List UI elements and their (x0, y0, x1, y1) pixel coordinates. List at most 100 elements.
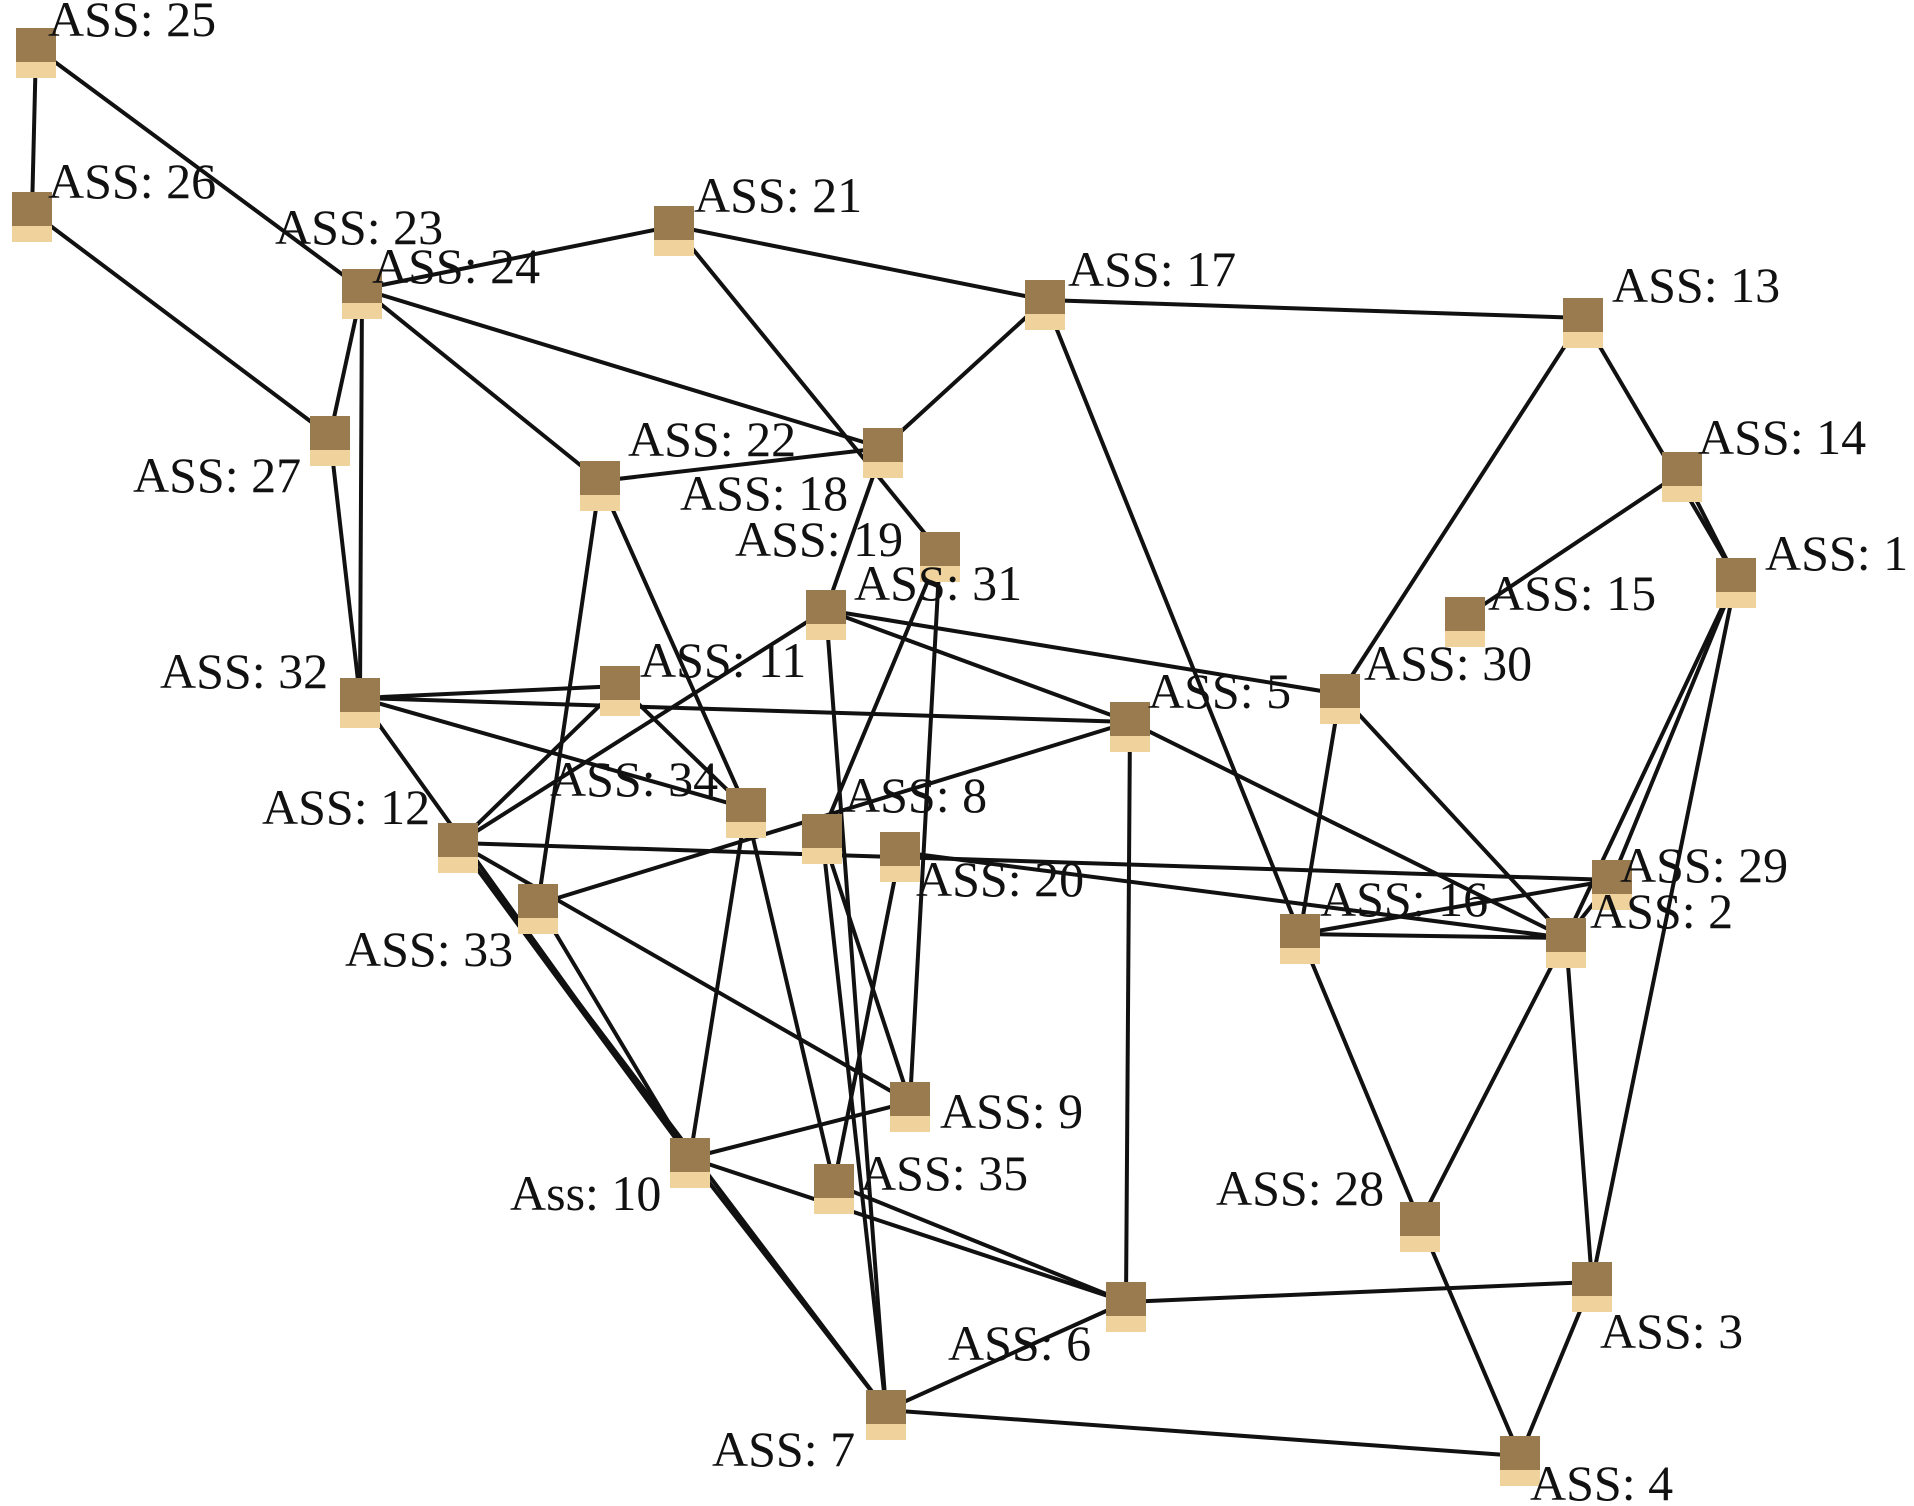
node-n25[interactable]: ASS: 25 (16, 0, 216, 78)
edge-n32-n5 (358, 696, 1132, 724)
node-label: ASS: 23 (275, 199, 443, 255)
node-n5[interactable]: ASS: 5 (1110, 663, 1291, 752)
node-square (12, 192, 52, 226)
node-square (16, 28, 56, 62)
node-label: ASS: 31 (854, 555, 1022, 611)
node-n2[interactable]: ASS: 2 (1546, 883, 1733, 968)
node-label: ASS: 12 (262, 779, 430, 835)
edge-n20-n2 (898, 850, 1568, 940)
edge-n2-n3 (1564, 936, 1594, 1284)
edge-n22-n33 (536, 479, 602, 906)
node-n34[interactable]: ASS: 34 (550, 751, 766, 838)
node-square (1572, 1262, 1612, 1296)
edge-n31-n30 (824, 608, 1342, 696)
node-n17[interactable]: ASS: 17 (1025, 241, 1236, 330)
edge-n17-n13 (1043, 298, 1585, 320)
edge-n32-n11 (358, 684, 622, 700)
edge-n10-n9 (688, 1100, 912, 1160)
node-n29[interactable]: ASS: 29 (1592, 837, 1788, 910)
node-label: ASS: 24 (372, 238, 540, 294)
edge-n19-n8 (820, 550, 942, 836)
node-square (1110, 702, 1150, 736)
node-label: ASS: 2 (1590, 883, 1733, 939)
node-n21[interactable]: ASS: 21 (654, 167, 862, 256)
edge-n8-n7 (820, 832, 888, 1412)
edge-n16-n2 (1298, 932, 1568, 940)
node-n30[interactable]: ASS: 30 (1320, 635, 1532, 724)
edge-n26-n27 (30, 210, 332, 438)
edge-n5-n33 (536, 720, 1132, 906)
node-n1[interactable]: ASS: 1 (1716, 525, 1908, 608)
edge-n13-n1 (1581, 316, 1738, 580)
node-n32[interactable]: ASS: 32 (160, 643, 380, 728)
node-label: ASS: 28 (1216, 1160, 1384, 1216)
node-n26[interactable]: ASS: 26 (12, 153, 216, 242)
node-n14[interactable]: ASS: 14 (1662, 409, 1866, 502)
node-n31[interactable]: ASS: 31 (806, 555, 1022, 640)
node-n22[interactable]: ASS: 22 (580, 411, 796, 511)
node-n3[interactable]: ASS: 3 (1572, 1262, 1743, 1359)
node-square (342, 269, 382, 303)
node-n18[interactable]: ASS: 18 (680, 428, 903, 521)
node-n23[interactable]: ASS: 23 (275, 199, 443, 255)
node-n7[interactable]: ASS: 7 (712, 1390, 906, 1477)
node-square (802, 814, 842, 848)
edge-n27-n32 (328, 434, 362, 700)
node-n33[interactable]: ASS: 33 (345, 884, 558, 977)
edge-n16-n28 (1298, 932, 1422, 1224)
node-square (920, 532, 960, 566)
edge-n6-n7 (884, 1300, 1128, 1412)
node-square (1320, 674, 1360, 708)
node-n20[interactable]: ASS: 20 (880, 832, 1084, 907)
edge-n22-n34 (598, 479, 748, 810)
node-n9[interactable]: ASS: 9 (890, 1082, 1083, 1139)
edge-n28-n4 (1418, 1220, 1522, 1458)
node-label: ASS: 25 (48, 0, 216, 47)
node-n12[interactable]: ASS: 12 (262, 779, 478, 873)
node-label: ASS: 14 (1698, 409, 1866, 465)
node-label: ASS: 20 (916, 851, 1084, 907)
node-label: ASS: 9 (940, 1083, 1083, 1139)
node-n19[interactable]: ASS: 19 (735, 511, 960, 582)
node-square (806, 590, 846, 624)
edge-n12-n9 (456, 841, 912, 1104)
node-square (1400, 1202, 1440, 1236)
node-n11[interactable]: ASS: 11 (600, 632, 806, 716)
node-n13[interactable]: ASS: 13 (1563, 257, 1780, 348)
edge-n35-n6 (832, 1182, 1128, 1304)
node-label: ASS: 27 (133, 447, 301, 503)
node-label: ASS: 15 (1488, 565, 1656, 621)
node-n8[interactable]: ASS: 8 (802, 767, 987, 864)
edge-n24-n21 (360, 224, 676, 291)
edge-n31-n12 (456, 608, 828, 845)
node-label: ASS: 32 (160, 643, 328, 699)
edge-n30-n2 (1338, 692, 1568, 940)
node-n35[interactable]: ASS: 35 (814, 1145, 1028, 1214)
node-n24[interactable]: ASS: 24 (342, 238, 540, 319)
node-square (1546, 918, 1586, 952)
edge-n24-n18 (360, 287, 885, 450)
node-n6[interactable]: ASS: 6 (948, 1282, 1146, 1371)
node-label: ASS: 33 (345, 921, 513, 977)
node-square (1592, 860, 1632, 894)
node-n16[interactable]: ASS: 16 (1280, 871, 1488, 964)
node-n4[interactable]: ASS: 4 (1500, 1436, 1673, 1506)
node-square (310, 416, 350, 450)
edge-n21-n17 (672, 224, 1047, 302)
node-square (1500, 1436, 1540, 1470)
edge-n10-n7 (688, 1156, 888, 1412)
edge-n12-n29 (456, 841, 1614, 882)
edge-n6-n3 (1124, 1280, 1594, 1304)
node-n15[interactable]: ASS: 15 (1445, 565, 1656, 647)
node-square (1025, 280, 1065, 314)
node-square (1662, 452, 1702, 486)
node-square (438, 823, 478, 857)
node-square (863, 428, 903, 462)
node-square (1445, 597, 1485, 631)
node-n28[interactable]: ASS: 28 (1216, 1160, 1440, 1252)
node-label: ASS: 8 (844, 767, 987, 823)
node-n10[interactable]: Ass: 10 (510, 1138, 710, 1221)
edge-n24-n22 (360, 287, 602, 483)
node-n27[interactable]: ASS: 27 (133, 416, 350, 503)
